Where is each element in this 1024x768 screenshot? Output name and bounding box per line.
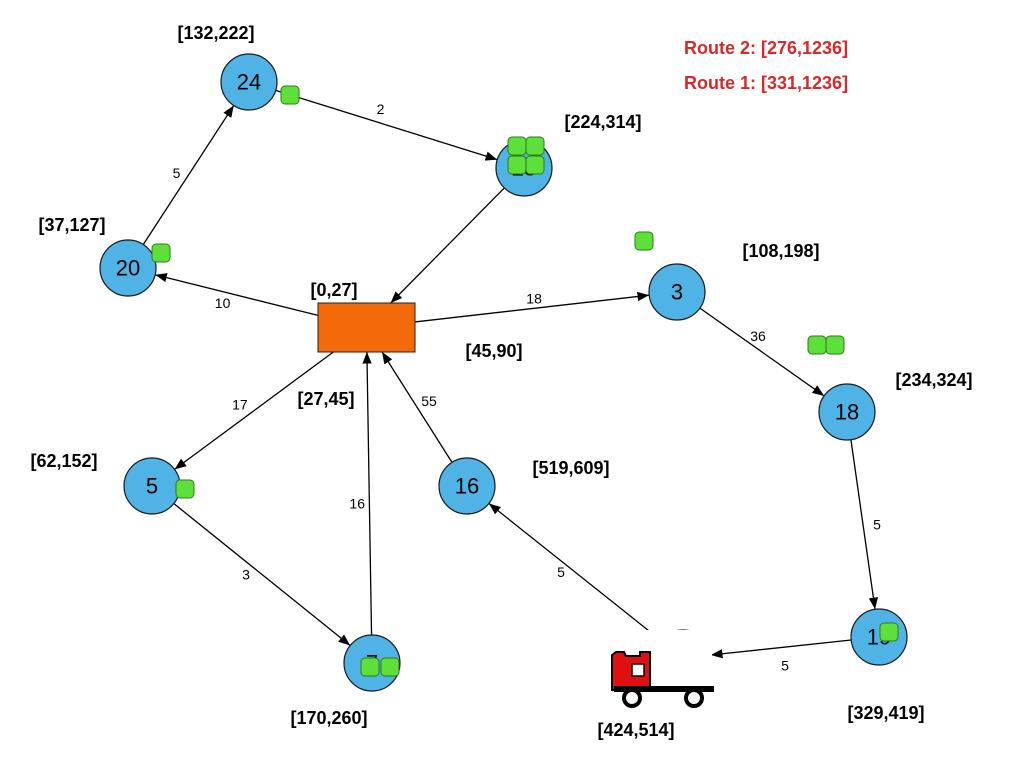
node-time-window: [424,514] [597, 720, 674, 740]
package-icon [151, 243, 171, 263]
node-18: 18 [234,324] [818, 370, 973, 441]
node-time-window: [170,260] [290, 708, 367, 728]
package-icon [507, 136, 527, 156]
node-circle [220, 53, 278, 111]
edge-18-to-19 [850, 439, 879, 610]
node-time-window: [519,609] [532, 458, 609, 478]
node-time-window: [62,152] [30, 451, 97, 471]
node-3: 3 [108,198] [648, 241, 820, 321]
package-icon [360, 657, 380, 677]
edge-5-to-7 [173, 503, 351, 646]
node-16: 16 [519,609] [438, 457, 610, 515]
edge-7-to-depot [362, 351, 373, 636]
package-icon [280, 85, 300, 105]
node-id-label: 16 [455, 474, 479, 499]
package-icon [175, 479, 195, 499]
edge-weight-label: 3 [242, 567, 250, 583]
edge-24-to-23 [275, 89, 498, 161]
edge-weight-label: 5 [873, 517, 881, 533]
node-5: 5 [62,152] [30, 451, 181, 515]
node-time-window: [132,222] [177, 23, 254, 43]
edge-weight-label: 16 [349, 496, 365, 512]
nodes: 24 [132,222] 20 [37,127] 2 3 [224,314] 3 [108,19… [30, 23, 972, 740]
node-id-label: 20 [116, 256, 140, 281]
node-circle [99, 239, 157, 297]
package-icon [634, 231, 654, 251]
edge-weight-label: 5 [781, 658, 789, 674]
node-circle [438, 457, 496, 515]
delivery-truck-icon [611, 630, 714, 708]
edge-23-to-depot [390, 187, 505, 304]
package-icon [525, 136, 545, 156]
edge-20-to-24 [142, 105, 235, 245]
edge-depot-to-20 [155, 273, 319, 317]
node-24: 24 [132,222] [177, 23, 278, 111]
node-circle [818, 383, 876, 441]
edge-weight-label: 5 [173, 165, 181, 181]
edge-19-to-8 [710, 639, 852, 659]
node-circle [648, 263, 706, 321]
edge-3-to-18 [699, 307, 825, 397]
node-id-label: 5 [146, 474, 158, 499]
edge-weight-label: 18 [526, 291, 542, 307]
route-2-label: Route 2: [276,1236] [684, 38, 848, 58]
edge-8-to-16 [488, 502, 662, 642]
edge-weight-label: 5 [557, 564, 565, 580]
edge-weight-label: 36 [750, 328, 766, 344]
depot: [0,27] [310, 280, 416, 353]
node-20: 20 [37,127] [38, 215, 157, 297]
node-7: 7[170,260] [290, 634, 401, 728]
node-id-label: 24 [237, 70, 261, 95]
node-time-window: [108,198] [742, 241, 819, 261]
package-icon [507, 155, 527, 175]
edge-weight-label: 2 [377, 101, 385, 117]
package-icon [825, 335, 845, 355]
package-icon [879, 622, 899, 642]
edge-weight-label: 17 [232, 397, 248, 413]
edge-depot-to-3 [414, 291, 650, 323]
depot-rectangle [317, 302, 416, 353]
package-icon [525, 155, 545, 175]
node-time-window: [224,314] [564, 112, 641, 132]
depot-time-window: [0,27] [310, 280, 357, 300]
edge-weight-label: 10 [215, 295, 231, 311]
node-time-window: [234,324] [895, 370, 972, 390]
node-time-window: [37,127] [38, 215, 105, 235]
node-id-label: 3 [671, 280, 683, 305]
route-1-label: Route 1: [331,1236] [684, 73, 848, 93]
node-time-window: [329,419] [847, 703, 924, 723]
package-icon [807, 335, 827, 355]
time-window-label-extra-2: [27,45] [297, 389, 354, 409]
edge-weight-label: 55 [421, 393, 437, 409]
package-icon [380, 657, 400, 677]
edge-16-to-depot [381, 351, 453, 463]
time-window-label-extra-1: [45,90] [465, 341, 522, 361]
edge-depot-to-5 [174, 351, 334, 470]
node-id-label: 18 [835, 400, 859, 425]
